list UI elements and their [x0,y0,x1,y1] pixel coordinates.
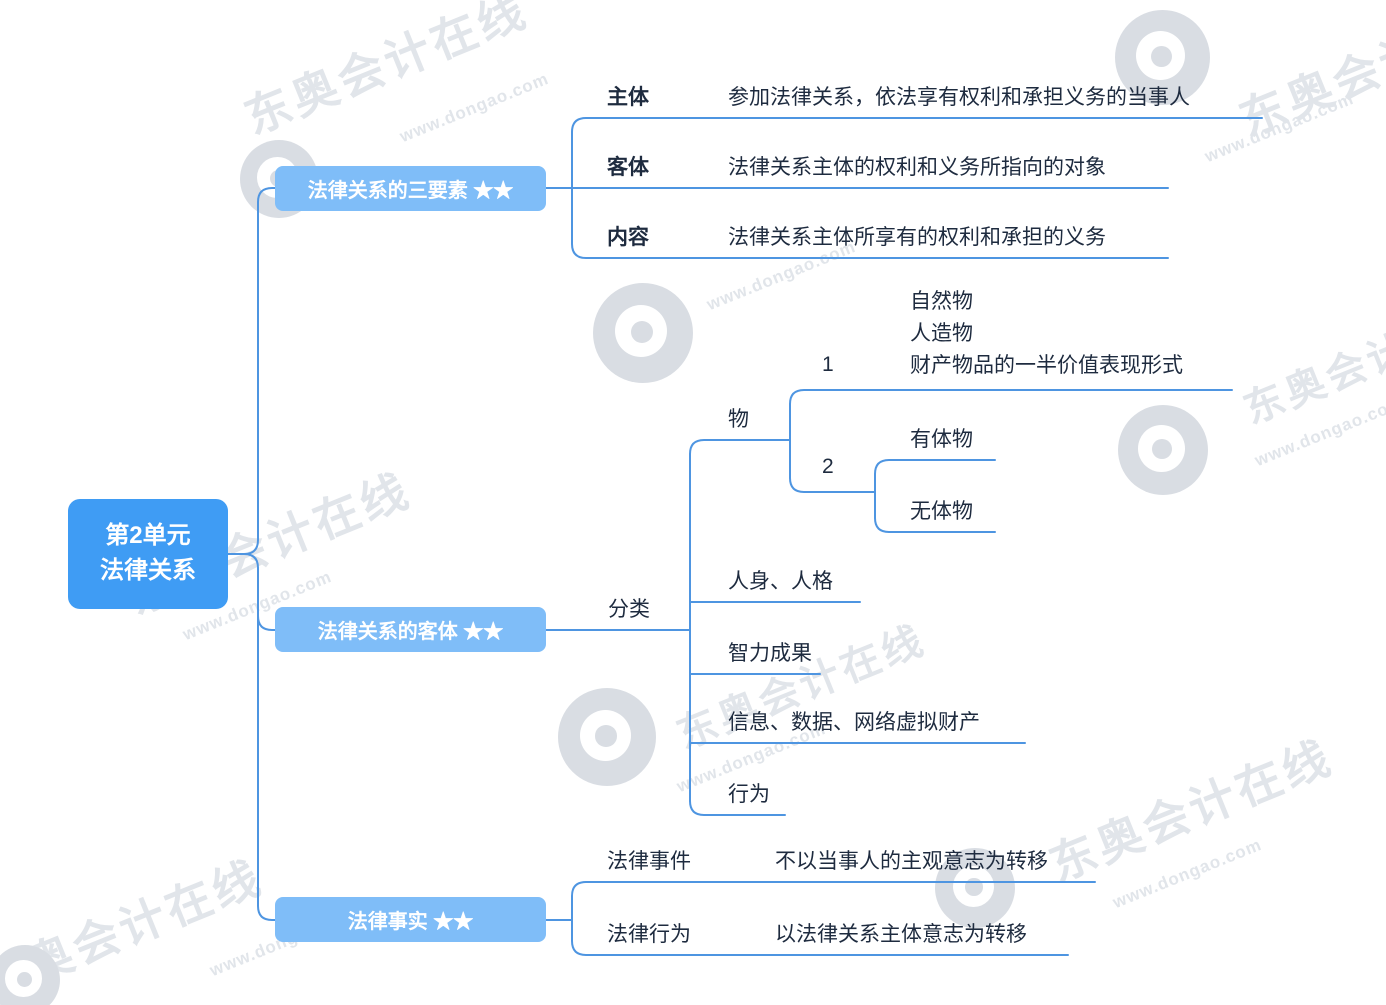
node-behavior: 行为 [728,783,770,806]
node-tangible: 有体物 [910,428,973,451]
connector [571,117,1263,189]
watermark-logo [1118,405,1208,495]
term-subject: 主体 [607,86,649,109]
desc-legal-event: 不以当事人的主观意志为转移 [775,850,1048,873]
term-legal-act: 法律行为 [607,923,691,946]
node-intangible: 无体物 [910,500,973,523]
watermark-logo [1115,10,1210,105]
root-node-line2: 法律关系 [100,557,196,584]
connector [789,389,1233,405]
desc-legal-act: 以法律关系主体意志为转移 [775,923,1027,946]
node-group1-num: 1 [822,353,834,376]
term-content: 内容 [607,226,649,249]
node-person: 人身、人格 [728,570,833,593]
wu-type-line: 人造物 [910,322,973,345]
node-wu: 物 [728,408,749,431]
wu-type-line: 自然物 [910,290,973,313]
term-legal-event: 法律事件 [607,850,691,873]
root-node: 第2单元 法律关系 [68,499,228,609]
connector [243,553,276,631]
watermark-logo [593,283,693,383]
branch-object: 法律关系的客体 ★★ [275,607,546,652]
desc-object: 法律关系主体的权利和义务所指向的对象 [728,156,1106,179]
connector [257,567,276,921]
connector [874,459,996,475]
watermark-logo [558,688,656,786]
desc-content: 法律关系主体所享有的权利和承担的义务 [728,226,1106,249]
connector [571,187,1169,259]
connector [571,919,1069,956]
branch-three-elements: 法律关系的三要素 ★★ [275,166,546,211]
branch-facts: 法律事实 ★★ [275,897,546,942]
desc-subject: 参加法律关系，依法享有权利和承担义务的当事人 [728,86,1190,109]
node-group1-items: 自然物 人造物 财产物品的一半价值表现形式 [910,286,1183,382]
root-node-line1: 第2单元 [105,522,191,550]
node-group2-num: 2 [822,455,834,478]
node-information: 信息、数据、网络虚拟财产 [728,711,980,734]
connector [227,187,276,555]
term-object: 客体 [607,156,649,179]
connector [789,477,876,493]
connector [689,439,791,455]
connector [571,881,1096,921]
node-classify: 分类 [608,598,650,621]
node-intellectual: 智力成果 [728,642,812,665]
wu-type-line: 财产物品的一半价值表现形式 [910,354,1183,377]
watermark-logo [0,945,60,1005]
connector [689,800,786,816]
connector [874,517,996,533]
